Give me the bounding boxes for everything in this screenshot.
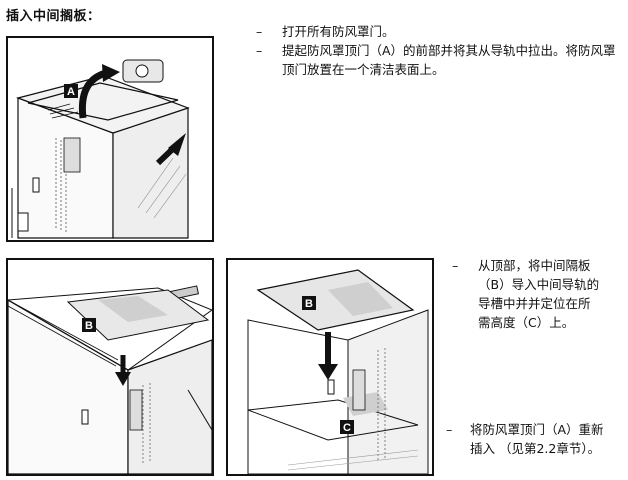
page-title: 插入中间搁板：: [6, 9, 101, 24]
step-line: 插入 （见第2.2章节）。: [470, 441, 601, 456]
step-line: 从顶部，将中间隔板: [478, 258, 591, 273]
bullet-dash: –: [256, 43, 263, 58]
label-b-left: B: [85, 320, 93, 332]
step-line: 导槽中并并定位在所: [478, 296, 591, 311]
step-text: 提起防风罩顶门（A）的前部并将其从导轨中拉出。将防风罩顶门放置在一个清洁表面上。: [282, 43, 616, 77]
step-remove-top-door: – 提起防风罩顶门（A）的前部并将其从导轨中拉出。将防风罩顶门放置在一个清洁表面…: [256, 41, 618, 79]
illustration-position-shelf: B C: [226, 258, 434, 476]
step-open-doors: – 打开所有防风罩门。: [256, 22, 618, 41]
illustration-insert-shelf: B: [6, 258, 214, 476]
side-step-reinsert-top-door: – 将防风罩顶门（A）重新 插入 （见第2.2章节）。: [446, 420, 626, 458]
label-b-right: B: [305, 298, 313, 310]
step-line: （B）导入中间导轨的: [478, 277, 600, 292]
bullet-dash: –: [256, 24, 263, 39]
side-step-insert-shelf: – 从顶部，将中间隔板 （B）导入中间导轨的 导槽中并并定位在所 需高度（C）上…: [452, 256, 624, 332]
step-line: 需高度（C）上。: [478, 315, 575, 330]
label-a: A: [67, 86, 75, 98]
bullet-dash: –: [452, 258, 459, 273]
step-line: 将防风罩顶门（A）重新: [470, 422, 604, 437]
label-c: C: [343, 422, 351, 434]
bullet-dash: –: [446, 422, 453, 437]
top-steps: – 打开所有防风罩门。 – 提起防风罩顶门（A）的前部并将其从导轨中拉出。将防风…: [256, 22, 618, 79]
step-text: 打开所有防风罩门。: [282, 24, 395, 39]
illustration-remove-top-door: A: [6, 36, 214, 242]
